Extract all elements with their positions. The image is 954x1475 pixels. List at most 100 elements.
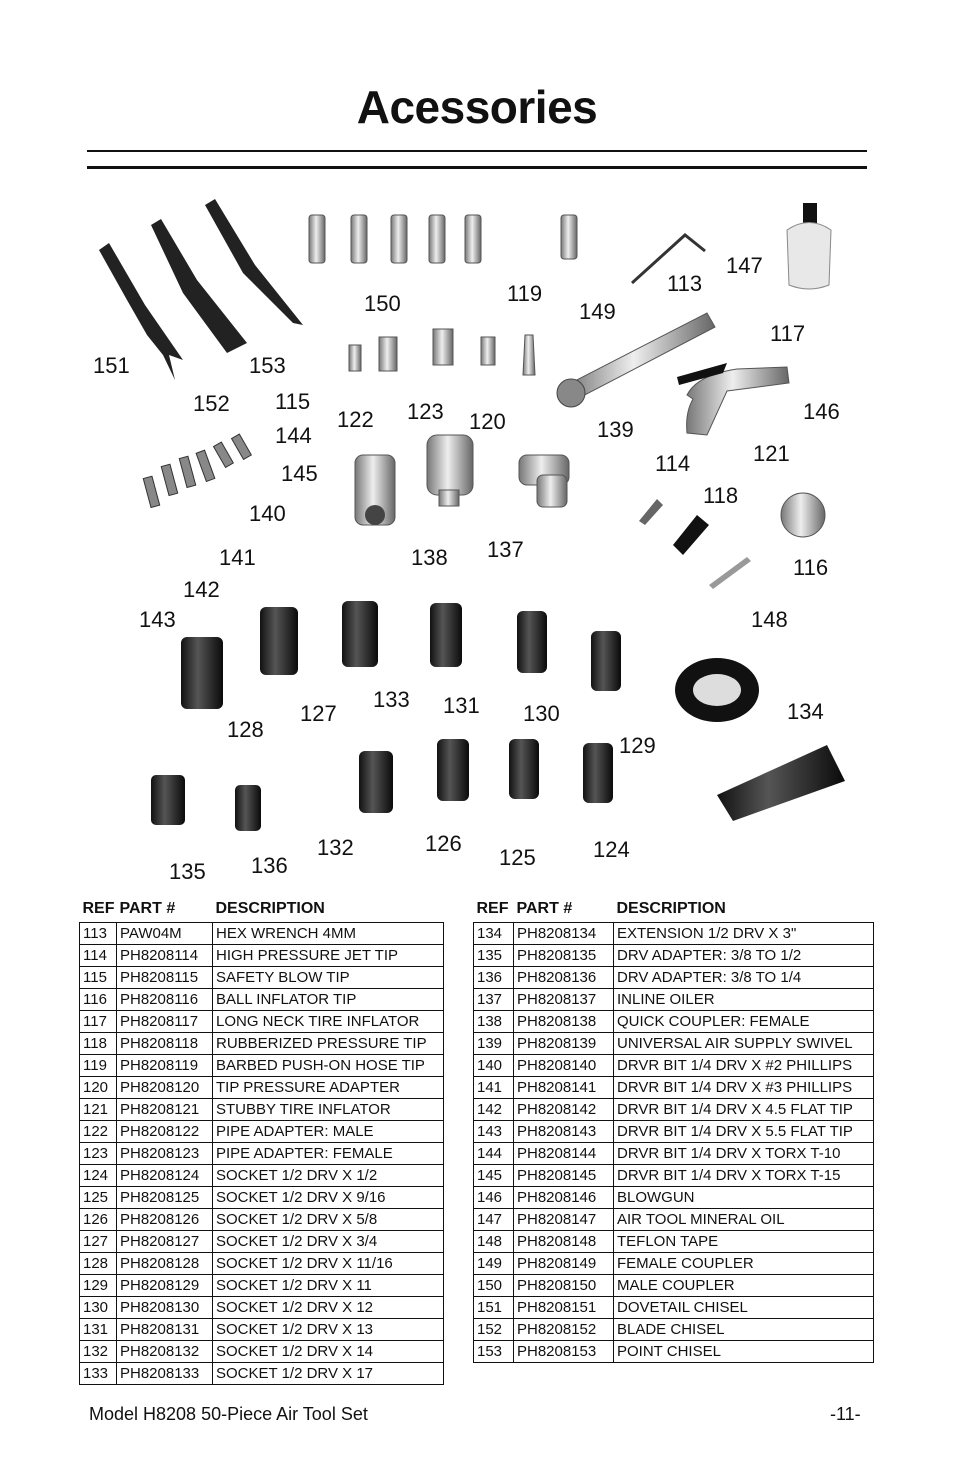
cell-description: INLINE OILER	[613, 988, 874, 1011]
cell-description: BALL INFLATOR TIP	[212, 988, 444, 1011]
cell-description: STUBBY TIRE INFLATOR	[212, 1098, 444, 1121]
cell-ref: 146	[473, 1186, 514, 1209]
cell-description: SOCKET 1/2 DRV X 9/16	[212, 1186, 444, 1209]
cell-part: PH8208146	[513, 1186, 614, 1209]
cell-part: PH8208153	[513, 1340, 614, 1363]
sockets-row-2-icon	[151, 739, 613, 831]
cell-part: PH8208152	[513, 1318, 614, 1341]
cell-ref: 127	[79, 1230, 117, 1253]
callout-144: 144	[275, 423, 312, 448]
blowgun-icon	[677, 363, 790, 436]
cell-description: DRVR BIT 1/4 DRV X TORX T-10	[613, 1142, 874, 1165]
cell-part: PH8208122	[116, 1120, 213, 1143]
cell-ref: 142	[473, 1098, 514, 1121]
cell-ref: 123	[79, 1142, 117, 1165]
cell-description: QUICK COUPLER: FEMALE	[613, 1010, 874, 1033]
cell-description: UNIVERSAL AIR SUPPLY SWIVEL	[613, 1032, 874, 1055]
safety-blow-tip-icon	[348, 344, 362, 372]
cell-description: SOCKET 1/2 DRV X 17	[212, 1362, 444, 1385]
male-coupler-icon	[308, 214, 482, 264]
cell-ref: 138	[473, 1010, 514, 1033]
cell-part: PH8208127	[116, 1230, 213, 1253]
callout-140: 140	[249, 501, 286, 526]
hex-wrench-icon	[630, 233, 706, 285]
header-rule-bottom	[87, 166, 867, 169]
cell-ref: 114	[79, 944, 117, 967]
callout-146: 146	[803, 399, 840, 424]
cell-part: PH8208136	[513, 966, 614, 989]
callout-116: 116	[793, 555, 828, 580]
cell-ref: 139	[473, 1032, 514, 1055]
cell-ref: 137	[473, 988, 514, 1011]
cell-description: SOCKET 1/2 DRV X 5/8	[212, 1208, 444, 1231]
cell-description: SOCKET 1/2 DRV X 1/2	[212, 1164, 444, 1187]
cell-ref: 134	[473, 922, 514, 945]
cell-ref: 147	[473, 1208, 514, 1231]
cell-ref: 152	[473, 1318, 514, 1341]
cell-ref: 131	[79, 1318, 117, 1341]
cell-ref: 150	[473, 1274, 514, 1297]
cell-ref: 135	[473, 944, 514, 967]
cell-part: PH8208115	[116, 966, 213, 989]
cell-part: PH8208124	[116, 1164, 213, 1187]
cell-part: PH8208121	[116, 1098, 213, 1121]
header-rule-top	[87, 150, 867, 152]
cell-part: PH8208148	[513, 1230, 614, 1253]
cell-description: PIPE ADAPTER: MALE	[212, 1120, 444, 1143]
cell-part: PAW04M	[116, 922, 213, 945]
cell-description: SOCKET 1/2 DRV X 11	[212, 1274, 444, 1297]
callout-141: 141	[219, 545, 256, 570]
cell-description: SOCKET 1/2 DRV X 3/4	[212, 1230, 444, 1253]
callout-149: 149	[579, 299, 616, 324]
cell-description: DRVR BIT 1/4 DRV X TORX T-15	[613, 1164, 874, 1187]
cell-part: PH8208133	[116, 1362, 213, 1385]
cell-part: PH8208138	[513, 1010, 614, 1033]
cell-description: EXTENSION 1/2 DRV X 3"	[613, 922, 874, 945]
callout-132: 132	[317, 835, 354, 860]
callout-136: 136	[251, 853, 288, 878]
cell-ref: 136	[473, 966, 514, 989]
cell-part: PH8208142	[513, 1098, 614, 1121]
driver-bits-icon	[142, 433, 253, 509]
callout-139: 139	[597, 417, 634, 442]
callout-147: 147	[726, 253, 763, 278]
callout-135: 135	[169, 859, 206, 884]
callout-145: 145	[281, 461, 318, 486]
cell-part: PH8208137	[513, 988, 614, 1011]
callout-137: 137	[487, 537, 524, 562]
rubberized-pressure-tip-icon	[673, 515, 709, 555]
cell-description: HIGH PRESSURE JET TIP	[212, 944, 444, 967]
cell-description: BLADE CHISEL	[613, 1318, 874, 1341]
col-ref: REF	[82, 900, 115, 917]
pipe-adapter-female-icon	[432, 328, 454, 366]
ball-inflator-tip-icon	[709, 557, 751, 589]
cell-description: SOCKET 1/2 DRV X 13	[212, 1318, 444, 1341]
cell-part: PH8208135	[513, 944, 614, 967]
cell-part: PH8208144	[513, 1142, 614, 1165]
cell-part: PH8208147	[513, 1208, 614, 1231]
cell-part: PH8208134	[513, 922, 614, 945]
callout-133: 133	[373, 687, 410, 712]
callout-138: 138	[411, 545, 448, 570]
callout-122: 122	[337, 407, 374, 432]
point-chisel-icon	[205, 199, 303, 325]
cell-ref: 117	[79, 1010, 117, 1033]
air-supply-swivel-icon	[518, 454, 570, 508]
col-ref: REF	[476, 900, 509, 917]
high-pressure-jet-tip-icon	[639, 499, 663, 525]
callout-126: 126	[425, 831, 462, 856]
